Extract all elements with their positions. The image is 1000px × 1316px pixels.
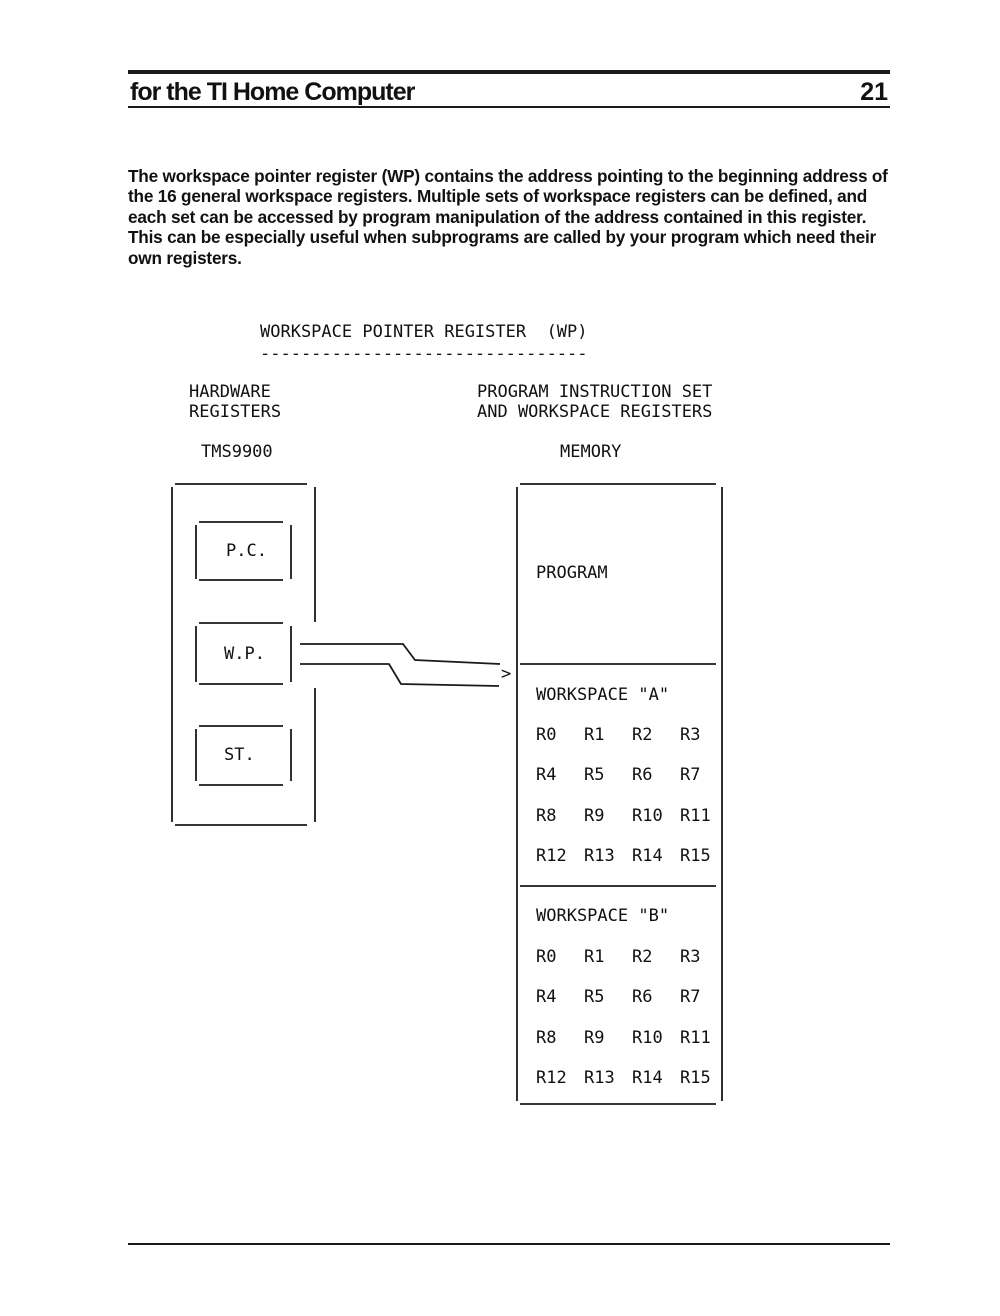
page-number: 21 — [860, 78, 888, 106]
pc-register-label: P.C. — [226, 541, 267, 561]
register-cell: R12 — [536, 1068, 567, 1088]
register-cell: R15 — [680, 1068, 711, 1088]
register-cell: R6 — [632, 987, 653, 1007]
register-cell: R14 — [632, 1068, 663, 1088]
register-cell: R7 — [680, 765, 701, 785]
register-cell: R13 — [584, 846, 615, 866]
footer-rule — [128, 1243, 890, 1245]
paragraph-line: The workspace pointer register (WP) cont… — [128, 166, 888, 186]
register-cell: R1 — [584, 947, 605, 967]
register-cell: R9 — [584, 806, 605, 826]
diagram-title: WORKSPACE POINTER REGISTER (WP) — [260, 322, 588, 342]
register-cell: R14 — [632, 846, 663, 866]
workspace-b-title: WORKSPACE "B" — [536, 906, 670, 926]
header-top-rule — [128, 70, 890, 74]
register-cell: R3 — [680, 725, 701, 745]
register-cell: R0 — [536, 725, 557, 745]
paragraph-line: own registers. — [128, 247, 242, 268]
running-header-title: for the TI Home Computer — [130, 78, 415, 106]
register-cell: R9 — [584, 1028, 605, 1048]
st-register-label: ST. — [224, 745, 255, 765]
workspace-a-title: WORKSPACE "A" — [536, 685, 670, 705]
register-cell: R8 — [536, 1028, 557, 1048]
register-cell: R12 — [536, 846, 567, 866]
register-cell: R2 — [632, 725, 653, 745]
pointer-arrow-head: > — [501, 664, 512, 684]
paragraph-line: This can be especially useful when subpr… — [128, 227, 877, 248]
paragraph-line: each set can be accessed by program mani… — [128, 206, 867, 227]
wp-register-box — [195, 622, 292, 685]
register-cell: R4 — [536, 987, 557, 1007]
register-cell: R3 — [680, 947, 701, 967]
register-cell: R13 — [584, 1068, 615, 1088]
wp-pointer-connector — [300, 643, 501, 687]
register-cell: R2 — [632, 947, 653, 967]
memory-box — [516, 483, 723, 1105]
register-cell: R15 — [680, 846, 711, 866]
memory-heading-line1: PROGRAM INSTRUCTION SET — [477, 382, 713, 402]
register-cell: R10 — [632, 1028, 663, 1048]
st-register-box — [195, 725, 292, 786]
register-cell: R1 — [584, 725, 605, 745]
program-label: PROGRAM — [536, 563, 608, 583]
header-underline-rule — [128, 106, 890, 108]
register-cell: R5 — [584, 987, 605, 1007]
register-cell: R5 — [584, 765, 605, 785]
hardware-heading-line2: REGISTERS — [189, 402, 282, 422]
register-cell: R6 — [632, 765, 653, 785]
register-cell: R0 — [536, 947, 557, 967]
paragraph-line: the 16 general workspace registers. Mult… — [128, 186, 868, 207]
hardware-registers-box — [171, 483, 316, 826]
cpu-chip-label: TMS9900 — [201, 442, 273, 462]
hardware-heading-line1: HARDWARE — [189, 382, 271, 402]
register-cell: R4 — [536, 765, 557, 785]
body-paragraph: The workspace pointer register (WP) cont… — [128, 166, 908, 268]
pc-register-box — [195, 521, 292, 581]
register-cell: R10 — [632, 806, 663, 826]
wp-register-label: W.P. — [224, 644, 265, 664]
memory-label: MEMORY — [560, 442, 622, 462]
register-cell: R7 — [680, 987, 701, 1007]
register-cell: R11 — [680, 806, 711, 826]
memory-heading-line2: AND WORKSPACE REGISTERS — [477, 402, 713, 422]
register-cell: R11 — [680, 1028, 711, 1048]
diagram-title-underline: -------------------------------- — [260, 344, 588, 364]
register-cell: R8 — [536, 806, 557, 826]
